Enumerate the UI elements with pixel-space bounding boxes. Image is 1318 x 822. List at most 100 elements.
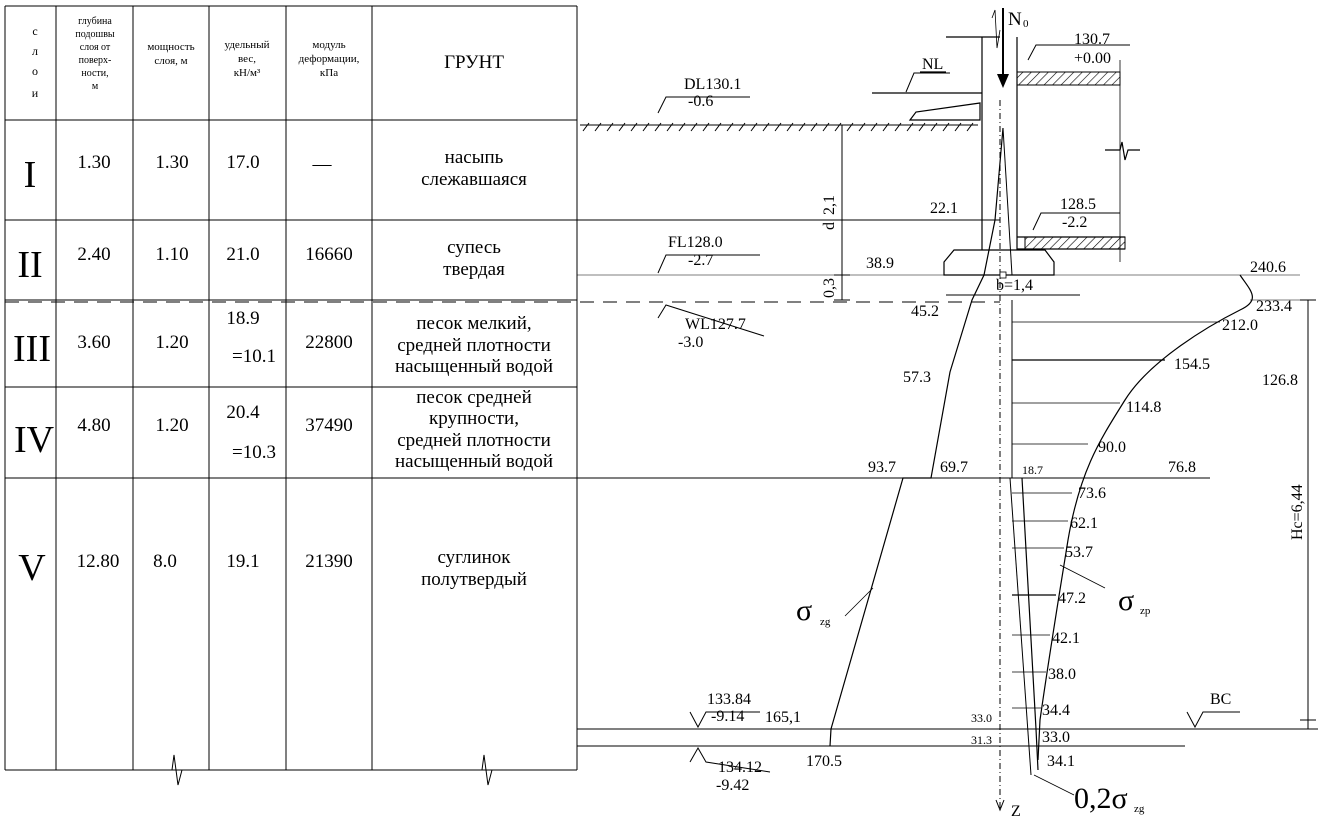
dimension-hc-label: Hc=6,44 — [1289, 484, 1306, 540]
sigma-symbol: σ — [1118, 584, 1134, 617]
level-rel: -9.42 — [716, 777, 749, 794]
auxiliary-value: 126.8 — [1262, 372, 1298, 389]
column-header-thickness: мощность слоя, м — [147, 41, 194, 67]
header-layers-letter: с — [32, 24, 37, 38]
header-layers-letter: о — [32, 64, 38, 78]
layer-unit-weight: 21.0 — [226, 244, 259, 265]
soil-name-line: слежавшаяся — [421, 169, 527, 190]
header-depth-line: м — [92, 81, 99, 92]
header-unit-weight-line: удельный — [225, 39, 270, 51]
layer-depth: 2.40 — [77, 244, 110, 265]
axis-z-label: Z — [1011, 803, 1021, 820]
table-row: II 2.40 1.10 21.0 16660 супесь твердая — [17, 237, 505, 286]
table-row: I 1.30 1.30 17.0 — насыпь слежавшаяся — [24, 147, 528, 196]
sigma-zp-value: 73.6 — [1078, 485, 1106, 502]
soil-name-line: крупности, — [429, 408, 519, 429]
level-mark: WL127.7 — [685, 316, 746, 333]
soil-name-line: твердая — [443, 259, 505, 280]
sigma-symbol: σ — [796, 594, 812, 627]
level-marker-bc2: 134.12 -9.42 — [689, 746, 771, 794]
level-mark: NL — [922, 56, 943, 73]
layer-number: I — [24, 154, 37, 196]
table-row: V 12.80 8.0 19.1 21390 суглинок полутвер… — [18, 547, 527, 590]
sigma-subscript: zp — [1140, 605, 1151, 617]
level-marker-nl: NL — [905, 56, 950, 93]
soil-name-line: насыщенный водой — [395, 356, 553, 377]
sigma-zp-leader — [1059, 564, 1106, 589]
sigma-zg-value: 69.7 — [940, 459, 968, 476]
layer-thickness: 8.0 — [153, 551, 177, 572]
ground-hatch — [582, 122, 974, 132]
table-grid-lines — [4, 5, 1210, 786]
sigma-zg-value: 165,1 — [765, 709, 801, 726]
layer-number: III — [13, 328, 51, 370]
header-modulus-line: деформации, — [299, 53, 360, 65]
load-label-subscript: 0 — [1023, 18, 1029, 30]
header-depth-line: поверх- — [79, 55, 112, 66]
soil-table: с л о и глубина подошвы слоя от поверх- … — [4, 5, 1210, 786]
level-marker-floor: 128.5 -2.2 — [1032, 196, 1120, 231]
soil-name-line: насыщенный водой — [395, 451, 553, 472]
soil-name-line: средней плотности — [397, 430, 551, 451]
layer-depth: 3.60 — [77, 332, 110, 353]
sigma-02zg-curve — [1021, 477, 1039, 771]
sigma-subscript: zg — [820, 616, 831, 628]
table-row: IV 4.80 1.20 20.4 =10.3 37490 песок сред… — [14, 387, 553, 472]
auxiliary-value: 33.0 — [971, 711, 992, 725]
sigma-zp-value: 34.4 — [1042, 702, 1070, 719]
sigma-zp-value: 90.0 — [1098, 439, 1126, 456]
layer-number: II — [17, 244, 42, 286]
level-rel: -3.0 — [678, 334, 703, 351]
level-mark: 130.7 — [1074, 31, 1110, 48]
header-unit-weight-line: вес, — [238, 53, 256, 65]
soil-name-line: насыпь — [445, 147, 504, 168]
auxiliary-value: 18.7 — [1022, 463, 1043, 477]
level-marker-fl: FL128.0 -2.7 — [657, 234, 760, 274]
header-depth-line: подошвы — [75, 29, 115, 40]
layer-modulus: — — [312, 154, 333, 175]
layer-number: IV — [14, 419, 55, 461]
sigma-zg-leader — [844, 587, 874, 617]
layer-unit-weight: 18.9 — [226, 308, 259, 329]
sigma-zg-value: 93.7 — [868, 459, 896, 476]
sigma-zp-ordinates — [1012, 321, 1220, 709]
sigma-zp-value: 154.5 — [1174, 356, 1210, 373]
soil-name-line: песок мелкий, — [416, 313, 531, 334]
sigma-zp-label: σ zp — [1118, 584, 1151, 617]
load-arrow-icon — [991, 8, 1009, 88]
header-layers-letter: и — [32, 86, 39, 100]
layer-modulus: 21390 — [305, 551, 353, 572]
sigma-zg-value: 38.9 — [866, 255, 894, 272]
layer-depth: 4.80 — [77, 415, 110, 436]
sigma-zg-value: 22.1 — [930, 200, 958, 217]
level-marker-top: 130.7 +0.00 — [1027, 31, 1130, 67]
sigma-zp-value: 53.7 — [1065, 544, 1093, 561]
level-marker-wl: WL127.7 -3.0 — [657, 304, 765, 351]
auxiliary-value: 76.8 — [1168, 459, 1196, 476]
header-modulus-line: кПа — [320, 67, 338, 79]
header-depth-line: слоя от — [80, 42, 111, 53]
sigma-zp-value: 114.8 — [1126, 399, 1161, 416]
header-depth-line: ности, — [81, 68, 108, 79]
level-rel: -9.14 — [711, 708, 744, 725]
layer-unit-weight: 20.4 — [226, 402, 260, 423]
auxiliary-value: 31.3 — [971, 733, 992, 747]
level-marker-bc1: 133.84 -9.14 — [689, 691, 760, 729]
sigma-zg-value: 45.2 — [911, 303, 939, 320]
sigma-zg-value: 57.3 — [903, 369, 931, 386]
layer-unit-weight: 17.0 — [226, 152, 259, 173]
profile-lines — [5, 100, 1318, 812]
floor-slab-lower — [1024, 236, 1126, 250]
level-marker-dl: DL130.1 -0.6 — [657, 76, 750, 114]
sigma-zp-value: 233.4 — [1256, 298, 1292, 315]
sigma-zg-label: σ zg — [796, 594, 831, 628]
level-rel: -2.7 — [688, 252, 713, 269]
layer-thickness: 1.30 — [155, 152, 188, 173]
layer-modulus: 16660 — [305, 244, 353, 265]
level-rel: -0.6 — [688, 93, 713, 110]
level-mark: DL130.1 — [684, 76, 741, 93]
header-thickness-line: мощность — [147, 41, 194, 53]
soil-name-line: суглинок — [437, 547, 511, 568]
column-header-soil: ГРУНТ — [444, 52, 504, 73]
